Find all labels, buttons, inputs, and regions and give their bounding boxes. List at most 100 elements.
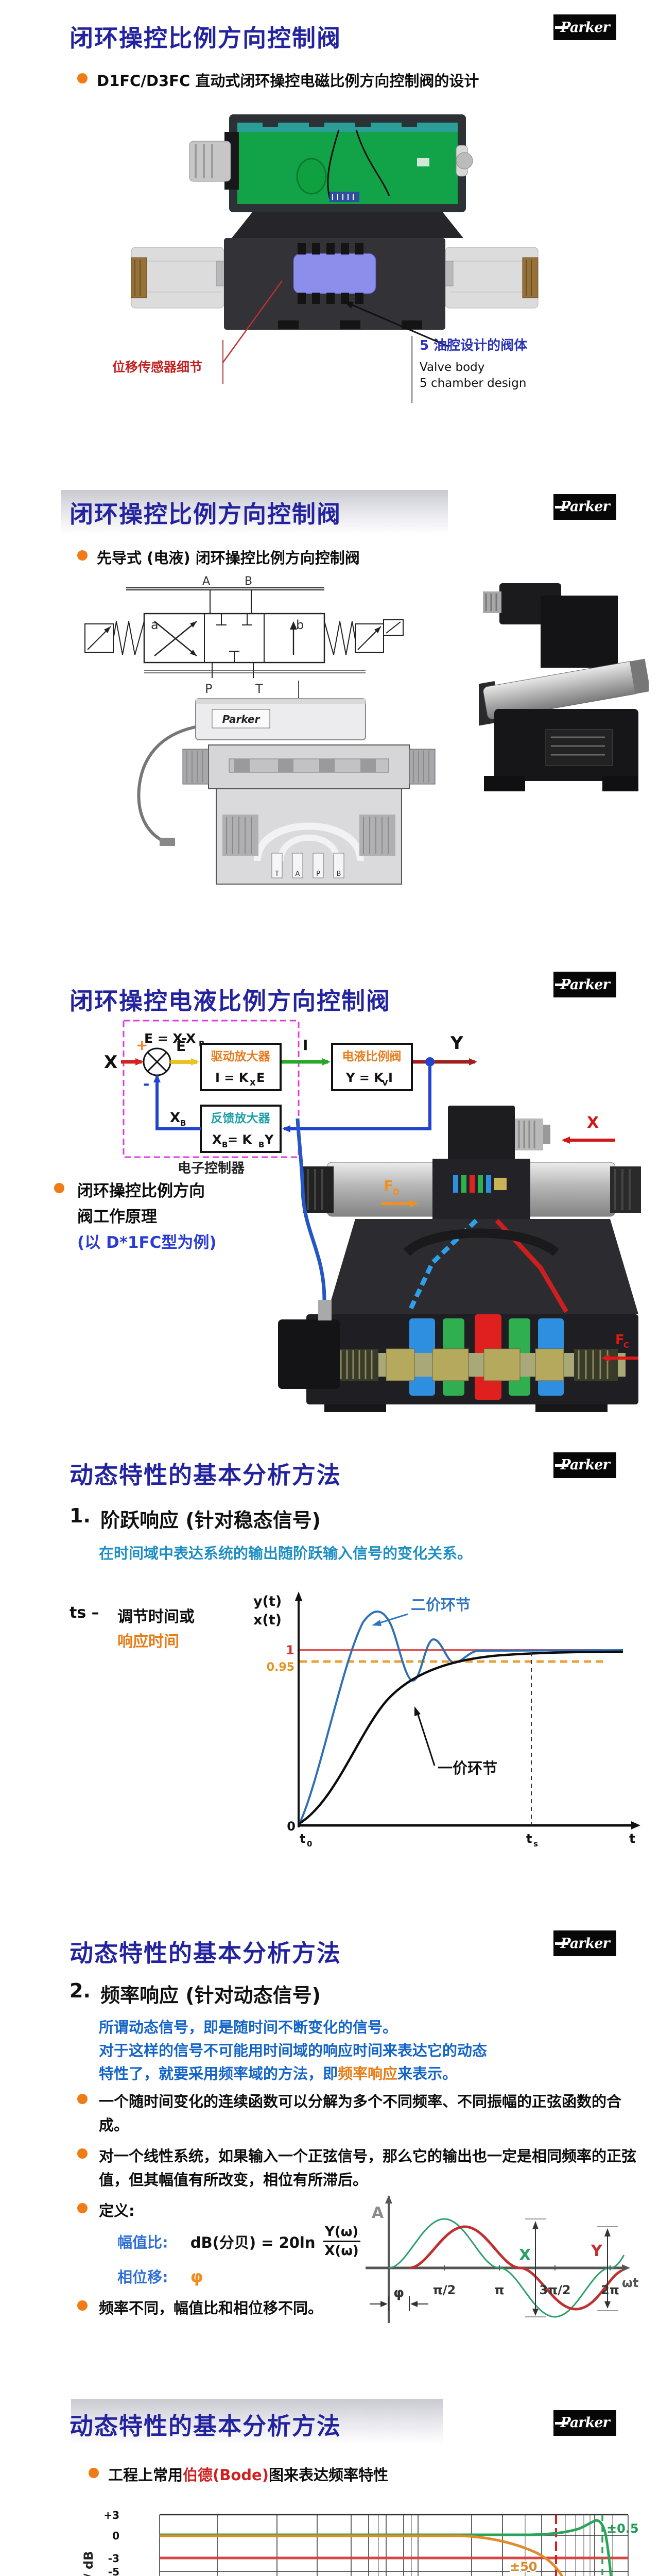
amp-axis-title: 幅值比 / dB (81, 2551, 96, 2576)
y-axis-label-1: y(t) (253, 1594, 282, 1609)
body-neck (232, 212, 463, 238)
amp-curve-large-signal (160, 2534, 564, 2576)
page-title: 闭环操控电液比例方向控制阀 (70, 987, 391, 1015)
parker-logo-dash (555, 505, 568, 509)
mid-body (327, 1219, 638, 1314)
bullet-line1: 闭环操控比例方向 (77, 1182, 205, 1200)
parker-logo: Parker (553, 972, 616, 997)
y-axis-label-2: x(t) (253, 1612, 282, 1628)
feedback-formula-mid: = K (228, 1132, 252, 1147)
title-band (61, 489, 448, 534)
feedback-formula-sub2: B (258, 1140, 264, 1149)
feedback-formula-sub1: B (222, 1140, 228, 1149)
para-1: 所谓动态信号，即是随时间不断变化的信号。 (99, 2019, 398, 2036)
bullet-text: 先导式 (电液) 闭环操控比例方向控制阀 (97, 549, 360, 567)
pilot-force-label: F (384, 1177, 393, 1194)
page-title: 动态特性的基本分析方法 (70, 1461, 341, 1489)
port-p-label: P (205, 682, 212, 696)
first-order-label: 一价环节 (438, 1759, 497, 1777)
tick-2pi: 2π (601, 2283, 619, 2297)
input-sine-x (388, 2218, 625, 2318)
amp-curve-small-signal (160, 2518, 613, 2576)
flow-force-label: F (615, 1332, 625, 1348)
para-2-line1: 对于这样的信号不可能用时间域的响应时间来表达它的动态 (99, 2042, 488, 2059)
para-2-line2a: 特性了，就要采用频率域的方法，即 (99, 2065, 338, 2082)
input-x-label: X (104, 1052, 117, 1073)
parker-logo-text: Parker (560, 1935, 610, 1952)
cut-port-b: B (337, 870, 341, 878)
spool (278, 243, 422, 329)
bullet-line3: (以 D*1FC型为例) (77, 1233, 217, 1252)
page-title: 闭环操控比例方向控制阀 (70, 24, 341, 52)
ratio-numerator: Y(ω) (325, 2224, 359, 2240)
annotation-lines (221, 280, 448, 403)
electronics-module (229, 114, 466, 212)
slide-6: Parker 动态特性的基本分析方法 工程上常用伯德(Bode)图来表达频率特性 (0, 2358, 659, 2576)
second-order-curve (299, 1610, 623, 1824)
amp-tick-minus3: -3 (108, 2552, 119, 2565)
parker-logo-text: Parker (560, 19, 610, 36)
bullet-dot (89, 2467, 99, 2478)
main-spool (337, 1348, 626, 1381)
solenoid-housings (131, 247, 539, 309)
valve-symbol (84, 587, 404, 678)
amplitude-axis-label: A (372, 2204, 384, 2222)
parker-logo-dash (555, 1942, 568, 1945)
chamber-design-en-label: 5 chamber design (420, 377, 527, 390)
control-block-diagram: E = X-X B X + - E 驱动放大器 I = K X E I 电液比例… (104, 1020, 477, 1176)
tick-pi-half: π/2 (433, 2283, 456, 2297)
cut-port-p: P (316, 870, 320, 878)
bullet-4: 频率不同，幅值比和相位移不同。 (99, 2299, 323, 2317)
parker-logo-dash (555, 2421, 568, 2425)
amp-tick-0: 0 (112, 2530, 119, 2542)
bullet-1: 一个随时间变化的连续函数可以分解为多个不同频率、不同振幅的正弦函数的合成。 (99, 2093, 622, 2134)
drive-amplifier-box (200, 1043, 282, 1091)
feedback-amplifier-box (200, 1105, 282, 1153)
step-response-chart: y(t) x(t) 1 0.95 二价环节 一价环节 0 t 0 t s t (253, 1591, 640, 1849)
page-title: 动态特性的基本分析方法 (70, 1939, 341, 1967)
value-one-label: 1 (286, 1643, 294, 1657)
ratio-label: 幅值比: (117, 2233, 168, 2251)
main-stage-drawing: T A P B (182, 744, 436, 885)
ratio-denominator: X(ω) (324, 2243, 359, 2259)
bullet-dot (77, 550, 88, 561)
brand-label: Parker (222, 713, 261, 725)
bullet-dot (54, 1183, 64, 1193)
bullet-3: 定义: (99, 2202, 135, 2219)
amp-tick-plus3: +3 (103, 2509, 119, 2521)
parker-logo: Parker (553, 2410, 616, 2436)
t0-sub: 0 (307, 1839, 312, 1849)
bullet-dot-3 (77, 2203, 88, 2213)
bullet-dot-4 (77, 2300, 88, 2311)
flow-force-sub: C (623, 1341, 629, 1350)
ratio-formula: dB(分贝) = 20ln (190, 2233, 316, 2251)
bullet-2: 对一个线性系统，如果输入一个正弦信号，那么它的输出也一定是相同频率的正弦值，但其… (99, 2147, 637, 2189)
feedback-node (425, 1057, 435, 1066)
prop-valve-formula: Y = K (345, 1071, 384, 1085)
lvdt-sensor (278, 1118, 340, 1389)
section-heading: 频率响应 (针对动态信号) (100, 1984, 321, 2007)
parker-logo-dash (555, 984, 568, 986)
fraction-bar (323, 2241, 360, 2242)
port-a-label: A (202, 575, 210, 588)
para-2-highlight: 频率响应 (338, 2065, 398, 2082)
drive-amplifier-formula-sub: X (250, 1078, 256, 1088)
feedback-amplifier-title: 反馈放大器 (211, 1111, 271, 1125)
bullet-highlight: 伯德(Bode) (183, 2466, 269, 2484)
drive-amplifier-formula-tail: E (256, 1071, 265, 1085)
current-i-label: I (303, 1037, 308, 1054)
bode-plot: 幅值比 / dB 相位移 +3 0 -3 -5 -135° -90° -45° … (81, 2509, 639, 2576)
value-095-label: 0.95 (267, 1661, 294, 1674)
section-desc: 在时间域中表达系统的输出随阶跃输入信号的变化关系。 (99, 1544, 473, 1562)
feedback-formula-x: X (212, 1132, 222, 1147)
feedback-formula-tail: Y (264, 1132, 274, 1147)
bullet-post: 图来表达频率特性 (268, 2466, 388, 2484)
t0-label: t (300, 1832, 305, 1846)
drive-amplifier-title: 驱动放大器 (211, 1049, 271, 1063)
tick-pi: π (495, 2283, 505, 2297)
parker-logo: Parker (553, 494, 616, 520)
pos-b-label: b (296, 618, 304, 632)
slide-4: Parker 动态特性的基本分析方法 1. 阶跃响应 (针对稳态信号) 在时间域… (0, 1415, 659, 1887)
output-y-label: Y (450, 1033, 463, 1054)
